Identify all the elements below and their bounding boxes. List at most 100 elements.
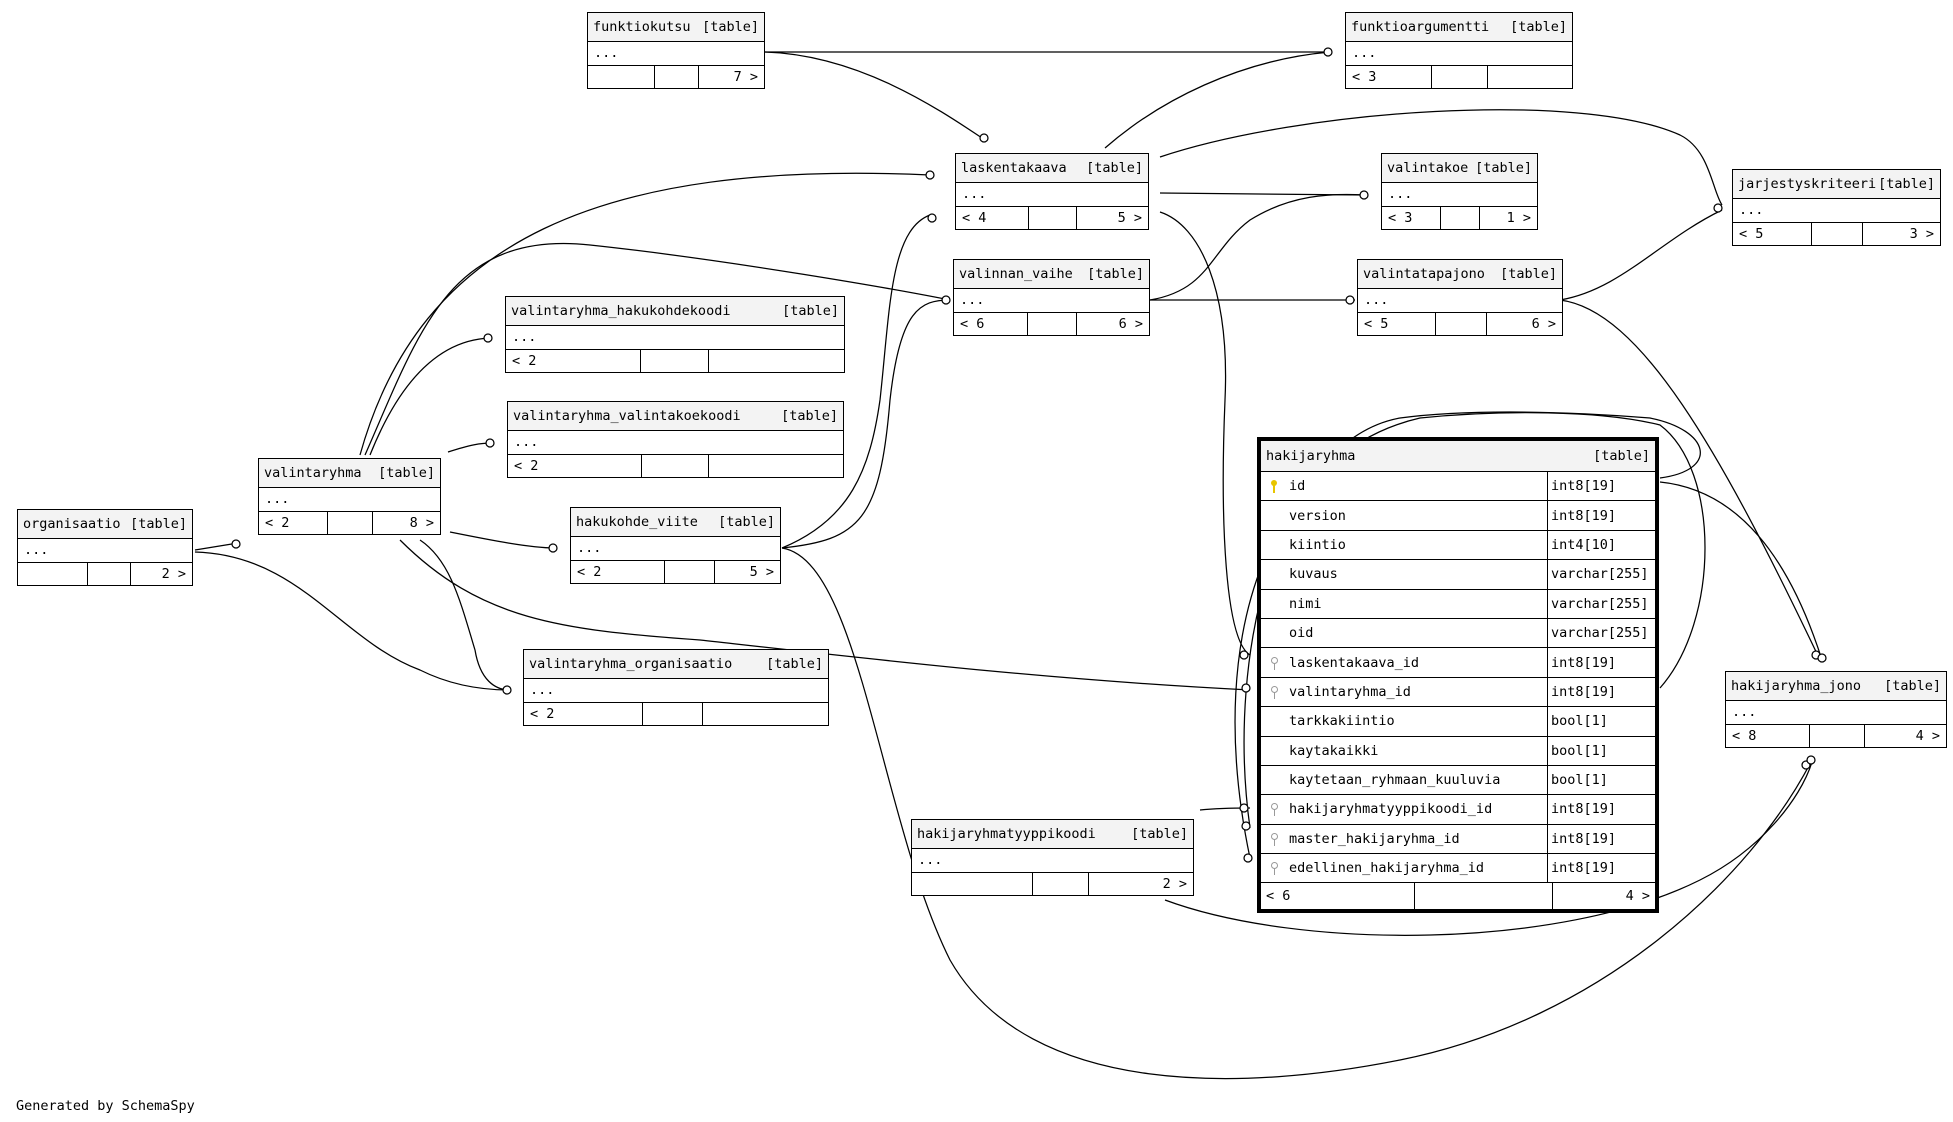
edge-valintaryhma-hakijaryhma [399, 539, 1251, 691]
children-count: 5 > [1117, 210, 1142, 226]
column-name: kaytakaikki [1287, 736, 1548, 765]
edge-markers [231, 47, 1827, 863]
column-name: oid [1287, 618, 1548, 648]
column-key-cell [1261, 678, 1287, 706]
table-valintaryhma-organisaatio[interactable]: valintaryhma_organisaatio[table] ... < 2 [523, 649, 829, 726]
table-columns-collapsed: ... [954, 289, 1149, 313]
table-columns-collapsed: ... [1733, 199, 1940, 223]
children-count: 5 > [749, 564, 774, 580]
table-name: valinnan_vaihe [959, 266, 1073, 282]
edge-funktiokutsu-laskentakaava [764, 51, 986, 141]
column-name: id [1287, 472, 1548, 501]
columns-count [643, 703, 704, 725]
column-key-cell [1261, 737, 1287, 765]
edge-hakukohde-viite-hakijaryhma-jono [781, 547, 1813, 1080]
column-key-cell [1261, 501, 1287, 529]
children-count: 1 > [1506, 210, 1531, 226]
columns-count [1441, 207, 1480, 229]
edge-valintatapajono-hakijaryhma-jono [1559, 299, 1821, 661]
column-name: nimi [1287, 589, 1548, 618]
children-count: 6 > [1118, 316, 1143, 332]
columns-count [641, 350, 709, 372]
table-tag: [table] [718, 514, 775, 530]
table-name: jarjestyskriteeri [1738, 176, 1877, 192]
parents-count: < 4 [956, 207, 1029, 229]
edge-organisaatio-valintaryhma [194, 542, 239, 551]
table-funktiokutsu[interactable]: funktiokutsu[table] ... 7 > [587, 12, 765, 89]
parents-count [588, 66, 655, 88]
table-name: valintakoe [1387, 160, 1469, 176]
column-name: kaytetaan_ryhmaan_kuuluvia [1287, 765, 1548, 795]
children-count [1488, 66, 1572, 88]
table-name: laskentakaava [961, 160, 1067, 176]
column-type: int8[19] [1551, 860, 1617, 877]
table-tag: [table] [1087, 266, 1144, 282]
parents-count: < 2 [524, 703, 643, 725]
primary-key-icon [1270, 480, 1278, 494]
table-name: valintaryhma_valintakoekoodi [513, 408, 741, 424]
table-columns-collapsed: ... [956, 183, 1148, 207]
edge-hakijaryhma-self-edellinen [1234, 412, 1706, 859]
table-valintaryhma-hakukohdekoodi[interactable]: valintaryhma_hakukohdekoodi[table] ... <… [505, 296, 845, 373]
columns-count [1028, 313, 1077, 335]
table-hakijaryhmatyyppikoodi[interactable]: hakijaryhmatyyppikoodi[table] ... 2 > [911, 819, 1194, 896]
edge-valintaryhma-valintakoekoodi [447, 442, 493, 453]
children-count [709, 455, 843, 477]
columns-count [88, 563, 132, 585]
foreign-key-icon [1270, 656, 1278, 670]
edge-hakukohde-viite-laskentakaava [781, 214, 931, 549]
edge-laskentakaava-funktioargumentti [1104, 51, 1331, 149]
edge-hakukohde-viite-valinnan-vaihe [781, 299, 951, 549]
table-organisaatio[interactable]: organisaatio[table] ... 2 > [17, 509, 193, 586]
children-count: 4 > [1625, 888, 1650, 905]
table-valintaryhma-valintakoekoodi[interactable]: valintaryhma_valintakoekoodi[table] ... … [507, 401, 844, 478]
children-count: 7 > [733, 69, 758, 85]
parents-count: < 2 [259, 512, 328, 534]
table-name: hakijaryhma [1266, 448, 1356, 464]
table-columns-collapsed: ... [508, 431, 843, 455]
table-name: funktiokutsu [593, 19, 691, 35]
table-funktioargumentti[interactable]: funktioargumentti[table] ... < 3 [1345, 12, 1573, 89]
column-key-cell [1261, 560, 1287, 588]
table-tag: [table] [1475, 160, 1532, 176]
edge-valinnan-vaihe-valintakoe [1149, 193, 1366, 301]
columns-count [642, 455, 709, 477]
edges-group [194, 51, 1823, 1080]
parents-count [912, 873, 1033, 895]
table-tag: [table] [1510, 19, 1567, 35]
table-columns-collapsed: ... [1358, 289, 1562, 313]
table-name: hakijaryhma_jono [1731, 678, 1862, 694]
columns-count [1415, 883, 1553, 910]
columns-count [1812, 223, 1864, 245]
table-columns-collapsed: ... [18, 539, 192, 563]
edge-valintaryhma-hakukohdekoodi [369, 337, 491, 456]
column-type: int8[19] [1551, 654, 1617, 671]
foreign-key-icon [1270, 685, 1278, 699]
table-name: hakijaryhmatyyppikoodi [917, 826, 1096, 842]
